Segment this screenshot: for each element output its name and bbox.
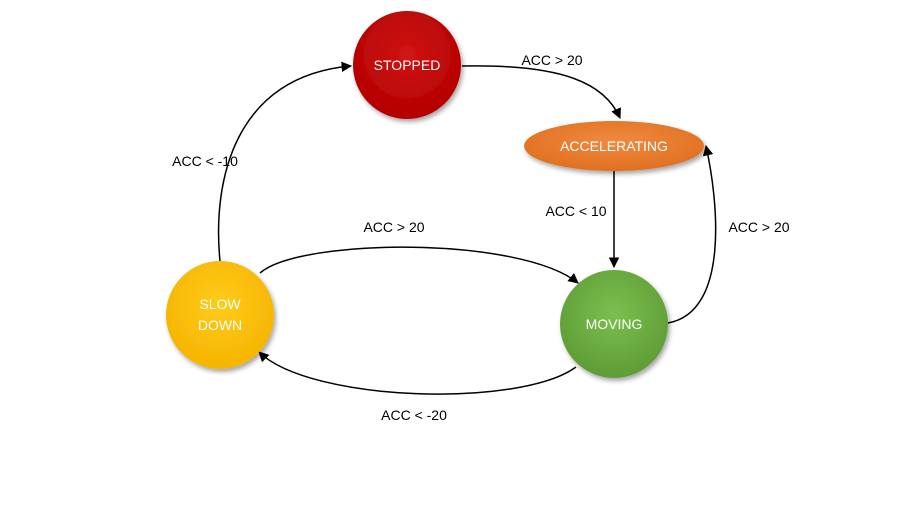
stopped-circle bbox=[353, 11, 461, 119]
accelerating-ellipse bbox=[524, 121, 704, 171]
slow-down-label-line1: SLOW bbox=[199, 296, 241, 312]
label-slow-down-to-moving: ACC > 20 bbox=[363, 219, 424, 235]
label-stopped-to-accelerating: ACC > 20 bbox=[521, 52, 582, 68]
slow-down-circle bbox=[166, 261, 274, 369]
edge-stopped-to-accelerating bbox=[461, 65, 621, 119]
node-accelerating bbox=[524, 121, 704, 171]
label-accelerating-to-moving: ACC < 10 bbox=[545, 203, 606, 219]
edge-moving-to-accelerating bbox=[667, 144, 717, 324]
node-stopped bbox=[353, 11, 461, 119]
stopped-label: STOPPED bbox=[374, 57, 441, 73]
edge-moving-to-slow-down bbox=[258, 351, 577, 395]
label-slow-down-to-stopped: ACC < -10 bbox=[172, 153, 238, 169]
edge-slow-down-to-stopped bbox=[217, 61, 353, 262]
node-moving bbox=[560, 270, 668, 378]
moving-circle bbox=[560, 270, 668, 378]
moving-label: MOVING bbox=[586, 316, 643, 332]
slow-down-label-line2: DOWN bbox=[198, 317, 242, 333]
accelerating-label: ACCELERATING bbox=[560, 138, 668, 154]
edge-slow-down-to-moving bbox=[259, 246, 579, 284]
node-slow-down bbox=[166, 261, 274, 369]
label-moving-to-slow-down: ACC < -20 bbox=[381, 407, 447, 423]
label-moving-to-accelerating: ACC > 20 bbox=[728, 219, 789, 235]
